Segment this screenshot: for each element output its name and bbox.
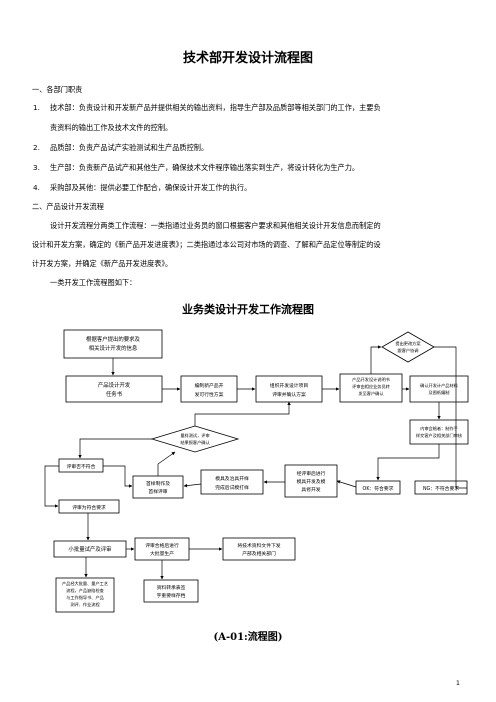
paragraph-line-4: 一类开发工作流程图如下： <box>50 278 137 287</box>
document-title: 技术部开发设计流程图 <box>182 51 313 66</box>
list-item-4-text: 采购部及其他：提供必要工作配合，确保设计开发工作的执行。 <box>50 183 252 192</box>
paragraph-line-1: 设计开发流程分两类工作流程：一类指通过业务员的窗口根据客户要求和其他相关设计开发… <box>50 221 381 230</box>
n4-line1: 组织开发设计项目 <box>270 382 308 389</box>
node-archive <box>143 579 199 603</box>
node-mold-trial <box>200 469 264 495</box>
n16-line1: 评审合格后进行 <box>145 542 179 549</box>
flowchart-labels: 根据客户提出的要求及 相关设计开发的信息 产品设计开发 任务书 编制新产品开 发… <box>62 335 463 608</box>
node-ng <box>414 480 468 495</box>
node-material-drawings <box>409 375 469 403</box>
list-item-1-continuation: 责资料的输出工作及技术文件的控制。 <box>50 123 173 132</box>
n5-line3: 发至客户确认 <box>358 390 384 397</box>
node-review-not-pass <box>58 458 104 473</box>
n3-line1: 编制新产品开 <box>195 382 224 389</box>
n1-line2: 相关设计开发的信息 <box>89 344 138 352</box>
section-heading-1: 一、各部门职责 <box>32 85 83 94</box>
n10-line2: 完成后试模打样 <box>215 484 249 491</box>
node-design-task-book <box>65 375 163 403</box>
section-heading-2: 二、产品设计开发流程 <box>32 202 104 211</box>
n11-line1: 经评审后进行 <box>297 470 326 477</box>
figure-caption: (A-01:流程图) <box>213 632 283 643</box>
n5-line2: 评审由相应业务员转 <box>352 383 390 390</box>
d1-line1: 提出更改方案 <box>395 340 421 347</box>
n3-line2: 发可行性方案 <box>195 391 224 398</box>
node-customer-requirements <box>63 329 163 359</box>
n11-line3: 具修开发 <box>301 486 320 493</box>
decision-change-proposal <box>381 331 435 363</box>
n2-line2: 任务书 <box>106 390 123 398</box>
list-item-3-text: 生产部：负责新产品试产和其他生产，确保技术文件程序输出落实到生产，将设计转化为生… <box>50 163 360 172</box>
n12-line1: OK：符合要求 <box>363 485 394 492</box>
list-item-3-number: 3. <box>33 163 40 172</box>
node-tech-docs <box>222 537 296 561</box>
n4-line2: 评审并确认方案 <box>272 391 306 398</box>
n19-line2: 字重要样存档 <box>157 592 186 599</box>
n19-line1: 资料转承表签 <box>157 584 186 591</box>
d2-line2: 结果报客户确认 <box>180 439 210 446</box>
n6-line1: 确认开发计产品材料 <box>420 382 459 389</box>
n2-line1: 产品设计开发 <box>98 381 131 389</box>
node-process-docs <box>55 577 115 613</box>
paragraph-line-3: 计开发方案，并确定《新产品开发进度表》。 <box>32 259 173 268</box>
node-feasibility-plan <box>180 375 238 403</box>
n15-line1: 小批量试产及评审 <box>68 545 111 553</box>
n18-line2: 流程，产品缺陷检查 <box>66 587 105 594</box>
d2-line1: 量样测试，评审 <box>180 432 209 439</box>
list-item-2-number: 2. <box>33 143 40 152</box>
n18-line1: 产品经大批量、量产工艺 <box>62 580 108 587</box>
list-item-1-text: 技术部：负责设计和开发新产品并提供相关的输出资料，指导生产部及品质部等相关部门的… <box>50 103 381 112</box>
n9-line1: 首样制作及 <box>146 480 170 487</box>
n8-line1: 评审否不符合 <box>67 463 96 470</box>
flowchart-title: 业务类设计开发工作流程图 <box>182 303 314 316</box>
node-ok <box>355 480 401 495</box>
node-design-review <box>255 375 323 403</box>
n5-line1: 产品开发设计说明书 <box>352 376 390 383</box>
node-review-pass <box>58 499 120 514</box>
n18-line3: 与工作指导书、产品 <box>66 594 104 601</box>
n9-line2: 首样评审 <box>148 488 167 495</box>
list-item-1-number: 1. <box>33 103 40 112</box>
n14-line1: 评审为符合要求 <box>72 504 106 511</box>
decision-sample-test <box>150 425 240 453</box>
n10-line1: 模具及治具开样 <box>215 475 249 482</box>
n17-line2: 产部及相关部门 <box>242 550 276 557</box>
n11-line2: 模具开发及模 <box>297 478 326 485</box>
list-item-4-number: 4. <box>33 183 40 192</box>
n13-line1: NG：不符合要求 <box>423 485 459 492</box>
n17-line1: 将技术资料文件下发 <box>237 542 280 549</box>
paragraph-line-2: 设计和开发方案，确定的《新产品开发进度表》；二类指通过本公司对市场的调查、了解和… <box>32 240 381 249</box>
node-prototype-review <box>409 419 469 445</box>
n16-line2: 大批量生产 <box>150 550 174 557</box>
n1-line1: 根据客户提出的要求及 <box>86 335 141 343</box>
n6-line2: 及图纸编制 <box>429 389 450 396</box>
page-number: 1 <box>455 679 460 687</box>
n7-line2: 样交客户及相关部门审核 <box>416 432 463 439</box>
d1-line2: 跟客户协调 <box>398 347 419 354</box>
n18-line4: 测评、作业流程 <box>70 601 100 608</box>
n7-line1: 内审会格者：制作手 <box>420 425 458 432</box>
list-item-2-text: 品质部：负责产品试产实验测试和生产品质控制。 <box>50 143 209 152</box>
